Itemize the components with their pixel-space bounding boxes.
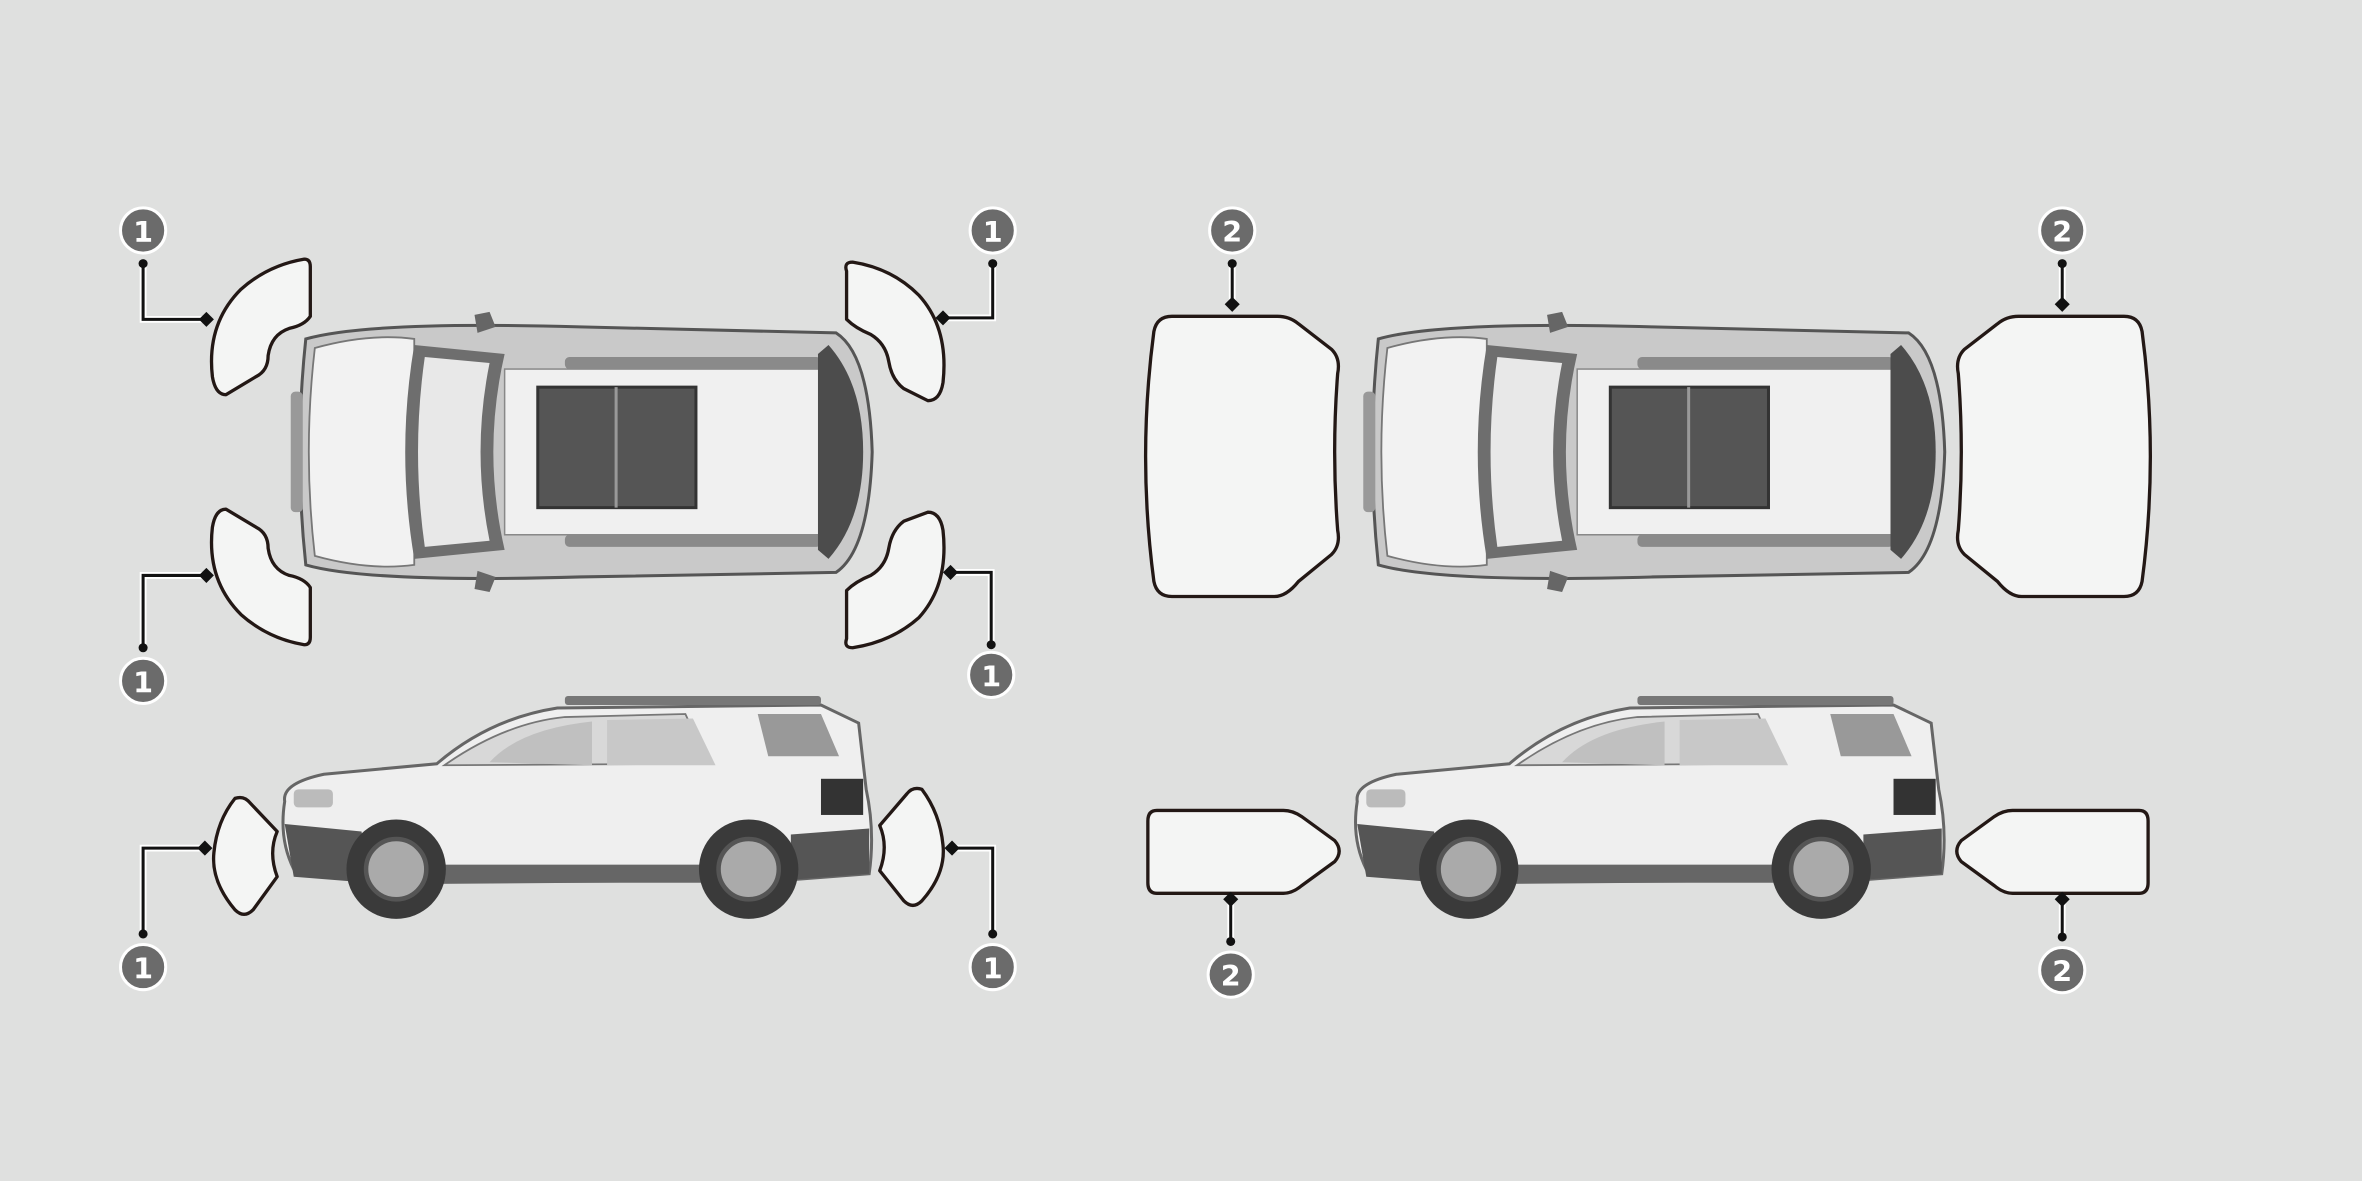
- callout-badge-1-side-front: 1: [119, 942, 168, 992]
- callout-badge-1-side-rear: 1: [968, 942, 1017, 992]
- callout-number: 2: [1221, 959, 1241, 993]
- callout-badge-2-side-front: 2: [1206, 950, 1255, 999]
- callout-number: 2: [2052, 955, 2072, 989]
- callout-badge-1-rear-right: 1: [967, 650, 1016, 699]
- callout-badge-2-front: 2: [1208, 206, 1257, 255]
- callout-number: 1: [981, 659, 1001, 693]
- sensor-zone-front-center: [1143, 314, 1341, 599]
- callout-number: 2: [2052, 215, 2072, 249]
- vehicle-side-view-right: [1356, 696, 1945, 919]
- sensor-zone-rear-right: [844, 510, 946, 650]
- sensor-zone-side-front: [211, 795, 279, 917]
- sensor-zone-rear-center: [1955, 314, 2153, 599]
- callout-number: 1: [983, 215, 1003, 249]
- sensor-zone-rear-left: [209, 507, 312, 647]
- leader-lines: [138, 259, 2070, 947]
- callout-badge-1-front-left: 1: [119, 206, 168, 255]
- callout-number: 1: [133, 215, 153, 249]
- callout-badge-2-rear: 2: [2038, 206, 2087, 255]
- callout-number: 1: [133, 665, 153, 699]
- callout-badge-1-front-right: 1: [968, 206, 1017, 255]
- vehicle-top-view-right: [1361, 310, 1947, 594]
- sensor-zone-front-left: [209, 257, 312, 397]
- callout-number: 1: [133, 952, 153, 986]
- callout-badge-1-rear-left: 1: [119, 656, 168, 705]
- callout-number: 1: [983, 952, 1003, 986]
- sensor-zone-side-rear-center: [1955, 808, 2150, 895]
- callout-number: 2: [1222, 215, 1242, 249]
- callout-badge-2-side-rear: 2: [2038, 946, 2087, 995]
- sensor-zone-side-rear: [878, 786, 945, 907]
- sensor-zone-side-front-center: [1146, 808, 1341, 895]
- sensor-zone-front-right: [844, 260, 946, 403]
- vehicle-side-view-left: [283, 696, 872, 919]
- vehicle-top-view-left: [289, 310, 874, 594]
